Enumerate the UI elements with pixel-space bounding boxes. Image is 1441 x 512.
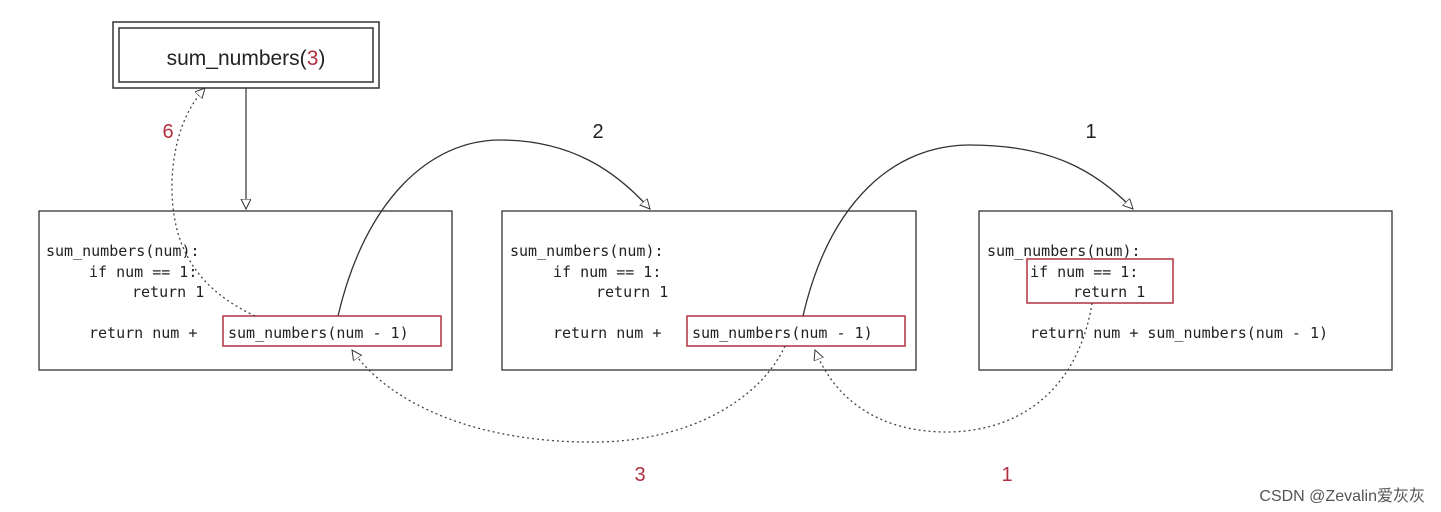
return-arc-2-to-1 (352, 345, 786, 443)
frame-2-return-prefix: return num + (553, 324, 670, 342)
frame-3-base-return: return 1 (1073, 283, 1145, 301)
frame-1-condition: if num == 1: (89, 263, 197, 281)
frame-1-signature: sum_numbers(num): (46, 242, 200, 260)
frame-1-recursive-call: sum_numbers(num - 1) (228, 324, 409, 342)
frame-2-signature: sum_numbers(num): (510, 242, 664, 260)
call-label-2: 2 (592, 121, 603, 143)
frame-2-base-return: return 1 (596, 283, 668, 301)
root-call-label: sum_numbers(3) (167, 47, 326, 70)
return-arc-3-to-2 (815, 302, 1093, 433)
return-label-1: 1 (1001, 464, 1012, 486)
return-label-3: 3 (634, 464, 645, 486)
root-call-arg: 3 (307, 47, 319, 70)
frame-1-base-return: return 1 (132, 283, 204, 301)
return-arc-1-to-root (171, 88, 256, 317)
frame-1: sum_numbers(num): if num == 1: return 1 … (38, 210, 453, 371)
frame-3-return-line: return num + sum_numbers(num - 1) (1030, 324, 1328, 342)
frame-2-call-highlight (686, 315, 906, 347)
frame-3-base-case-highlight (1026, 258, 1174, 304)
frame-2-condition: if num == 1: (553, 263, 661, 281)
frame-2-recursive-call: sum_numbers(num - 1) (692, 324, 873, 342)
frame-2: sum_numbers(num): if num == 1: return 1 … (501, 210, 917, 371)
root-call-box: sum_numbers(3) (112, 21, 380, 89)
call-arc-1-to-2 (337, 139, 650, 317)
return-label-6: 6 (162, 121, 173, 143)
frame-1-call-highlight (222, 315, 442, 347)
frame-3-signature: sum_numbers(num): (987, 242, 1141, 260)
call-label-1: 1 (1085, 121, 1096, 143)
frame-1-return-prefix: return num + (89, 324, 206, 342)
frame-3-condition: if num == 1: (1030, 263, 1138, 281)
call-arc-2-to-3 (802, 144, 1133, 317)
watermark: CSDN @Zevalin爱灰灰 (1259, 487, 1425, 505)
frame-3: sum_numbers(num): if num == 1: return 1 … (978, 210, 1393, 371)
